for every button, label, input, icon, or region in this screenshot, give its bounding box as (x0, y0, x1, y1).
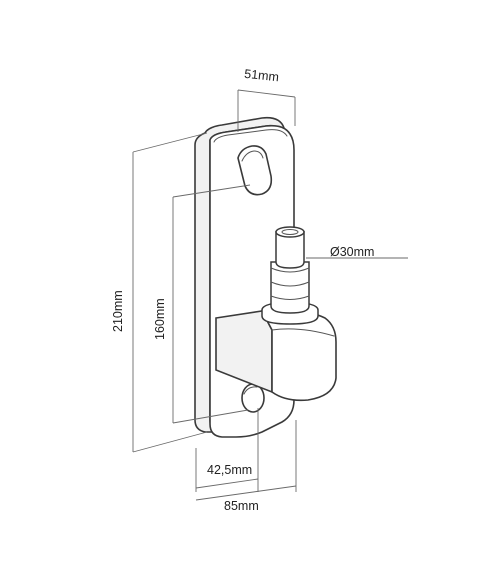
hole-spacing-label: 160mm (153, 298, 167, 340)
top-slot-inner-wall (241, 150, 264, 162)
top-mounting-slot (237, 145, 273, 196)
pin-groove-3 (270, 295, 310, 300)
bottom-hole-inner-wall (243, 386, 258, 395)
pin-upper-shaft (275, 231, 305, 269)
dimension-total-width: 85mm (195, 420, 297, 513)
plate-inner-rim (213, 129, 288, 143)
hinge-pin (261, 226, 319, 325)
pin-groove-1 (270, 267, 310, 273)
dimension-total-height: 210mm (111, 132, 208, 453)
dimension-pin-diameter: Ø30mm (306, 245, 408, 259)
pin-lower-shaft (270, 261, 310, 314)
block-front-highlight (271, 328, 335, 337)
pin-groove-2 (270, 281, 310, 287)
hinge-block (215, 308, 337, 402)
depth-label: 51mm (244, 67, 280, 85)
dimension-depth: 51mm (237, 67, 296, 132)
pin-offset-label: 42,5mm (207, 463, 252, 477)
pin-diameter-label: Ø30mm (330, 245, 374, 259)
dimension-hole-spacing: 160mm (153, 184, 251, 424)
pin-top-cap (275, 226, 305, 238)
top-slot-outline (237, 145, 273, 196)
dimension-pin-offset: 42,5mm (195, 408, 259, 492)
pin-top-bore (281, 229, 299, 235)
total-height-label: 210mm (111, 290, 125, 332)
total-width-label: 85mm (224, 499, 259, 513)
